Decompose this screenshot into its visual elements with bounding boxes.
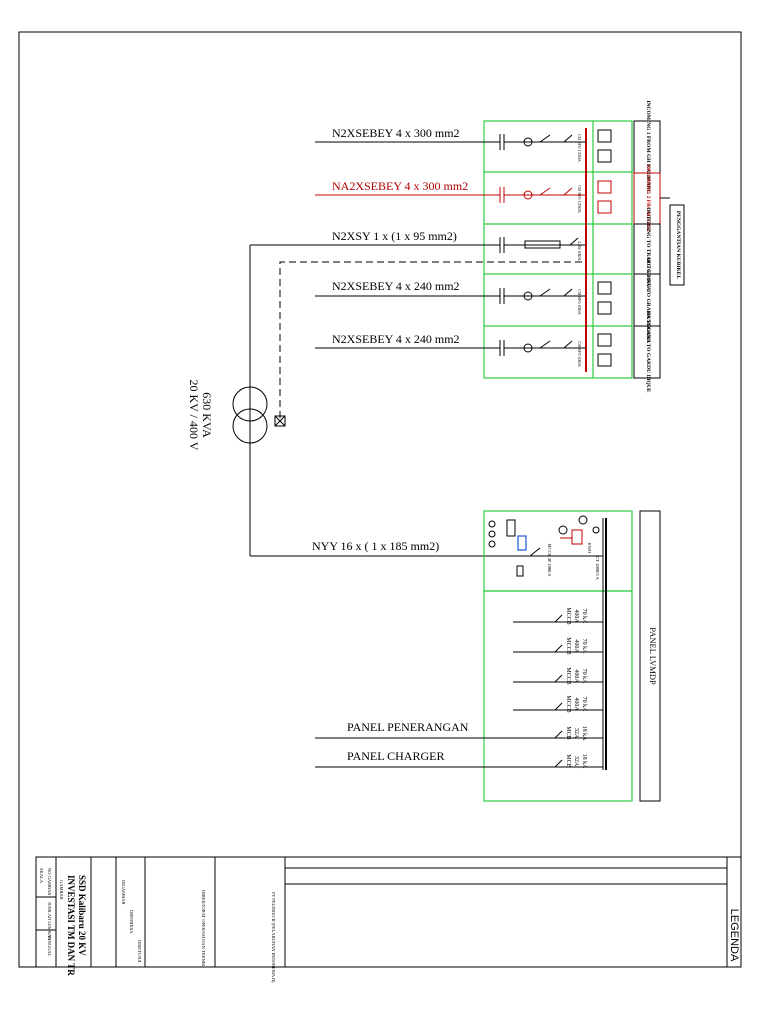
svg-text:400A: 400A	[573, 669, 579, 683]
svg-text:70 kA: 70 kA	[581, 639, 587, 655]
svg-text:MCCB: MCCB	[565, 607, 571, 624]
cable-label-lv-feeder: NYY 16 x ( 1 x 185 mm2)	[312, 539, 439, 553]
svg-text:32A: 32A	[573, 756, 579, 767]
approved-label: DISETUJUI	[137, 940, 142, 963]
cubicle-2-rating: CB SF6 1250A	[577, 185, 582, 214]
breaker-4: MCCB 400A 70 kA	[513, 695, 603, 713]
sheet-border	[18, 31, 742, 968]
cubicle-5-rating: CB SF6 630A	[577, 341, 582, 367]
cable-label-trafo: N2XSY 1 x (1 x 95 mm2)	[332, 229, 457, 243]
cubicle-1-desc: INCOMING 1 FROM GH KALIBARU	[645, 100, 651, 193]
cable-label-outgoing-2: N2XSEBEY 4 x 240 mm2	[332, 332, 460, 346]
cubicle-descriptions: INCOMING 1 FROM GH KALIBARU INCOMING 2 F…	[633, 100, 685, 393]
breaker-1: MCCB 400A 70 kA	[513, 607, 603, 625]
cubicle-1-rating: CB SF6 1250A	[577, 134, 582, 163]
svg-text:32A: 32A	[573, 728, 579, 739]
cubicle-3-rating: LBS 630A	[577, 241, 582, 261]
transformer-voltage: 20 KV / 400 V	[187, 380, 201, 451]
drawn-label: DIGAMBAR	[121, 880, 126, 905]
cubicle-5-desc: OUTGOING TO GARDU DIQUE	[645, 312, 651, 393]
transformer-secondary-winding	[232, 408, 268, 444]
cubicle-outgoing-4: CB SF6 630A	[315, 281, 612, 316]
cubicle-3-desc: OUTGOING TO TRAFO 630 KVA	[645, 207, 651, 290]
jumlah-label: JUMLAH LEMBAR	[47, 902, 52, 940]
lvmdp-main-breaker: MCCB 4P 1000 A	[547, 544, 552, 578]
svg-text:400A: 400A	[573, 609, 579, 623]
lvmdp-incomer-frame	[483, 510, 633, 592]
breaker-5: MCB 32A 18 kA	[315, 726, 603, 742]
lvmdp-title: PANEL LVMDP	[648, 627, 658, 685]
transformer-primary-winding	[232, 386, 268, 422]
cubicle-outgoing-trafo: LBS 630A	[249, 237, 586, 556]
feeder-charger-label: PANEL CHARGER	[347, 749, 444, 763]
cable-label-incoming-2: NA2XSEBEY 4 x 300 mm2	[332, 179, 468, 193]
feeder-lighting-label: PANEL PENERANGAN	[347, 720, 469, 734]
project-title: INVESTASI TM DAN TR	[66, 875, 76, 976]
cubicle-incoming-1: CB SF6 1250A	[315, 129, 612, 163]
transformer-rating: 630 KVA	[200, 392, 214, 438]
drawing-label: GAMBAR	[59, 880, 64, 900]
cable-label-incoming-1: N2XSEBEY 4 x 300 mm2	[332, 126, 460, 140]
svg-text:MCCB: MCCB	[565, 667, 571, 684]
svg-text:MCB: MCB	[565, 754, 571, 767]
svg-text:18 kA: 18 kA	[581, 726, 587, 742]
skala-label: SKALA	[39, 868, 44, 884]
cubicle-incoming-2: CB SF6 1250A	[315, 180, 612, 214]
tanggal-label: TANGGAL	[47, 935, 52, 957]
company-label: PT PELINDO II (PELABUHAN INDONESIA II)	[271, 892, 276, 983]
no-gambar-label: NO GAMBAR	[47, 868, 52, 895]
checked-label: DIPERIKSA	[129, 910, 134, 934]
mv-switchgear	[483, 120, 633, 379]
lvmdp-meter: KWH	[587, 543, 592, 554]
svg-text:400A: 400A	[573, 639, 579, 653]
lvmdp-outgoing-frame	[483, 590, 633, 802]
dept-label: DIREKTORAT OPERASI DAN TEKNIK	[201, 890, 206, 967]
svg-text:MCB: MCB	[565, 726, 571, 739]
cable-label-outgoing-1: N2XSEBEY 4 x 240 mm2	[332, 279, 460, 293]
breaker-3: MCCB 400A 70 kA	[513, 667, 603, 685]
replacement-note-box	[669, 204, 685, 286]
replacement-note: PENGGANTIAN KUBIKEL	[675, 211, 681, 280]
cubicle-2-desc: INCOMING 2 FROM STG2	[645, 164, 651, 232]
project-subtitle: SSD Kalibaru 20 KV	[77, 875, 87, 956]
svg-text:70 kA: 70 kA	[581, 669, 587, 685]
svg-text:400A: 400A	[573, 697, 579, 711]
svg-text:MCCB: MCCB	[565, 637, 571, 654]
title-block: LEGENDA GAMBAR INVESTASI TM DAN TR SSD K…	[35, 856, 742, 983]
transformer: 630 KVA 20 KV / 400 V	[187, 380, 268, 451]
svg-text:70 kA: 70 kA	[581, 697, 587, 713]
svg-text:70 kA: 70 kA	[581, 609, 587, 625]
lvmdp-ct: CT 1000/5 A	[595, 556, 600, 580]
legend-label: LEGENDA	[728, 909, 740, 962]
breaker-2: MCCB 400A 70 kA	[513, 637, 603, 655]
svg-text:MCCB: MCCB	[565, 695, 571, 712]
cubicle-4-desc: OUTGOING TO GRAHA SEGARA	[645, 257, 651, 343]
mv-switchgear-frame	[483, 120, 633, 379]
cubicle-outgoing-5: CB SF6 630A	[315, 333, 612, 368]
lvmdp-title-box	[639, 510, 661, 802]
breaker-6: MCB 32A 18 kA	[315, 754, 603, 770]
svg-text:18 kA: 18 kA	[581, 754, 587, 770]
panel-lvmdp: PANEL LVMDP MCCB 4P 1000 A KWH CT 1000/5…	[315, 510, 661, 802]
cubicle-4-rating: CB SF6 630A	[577, 289, 582, 315]
